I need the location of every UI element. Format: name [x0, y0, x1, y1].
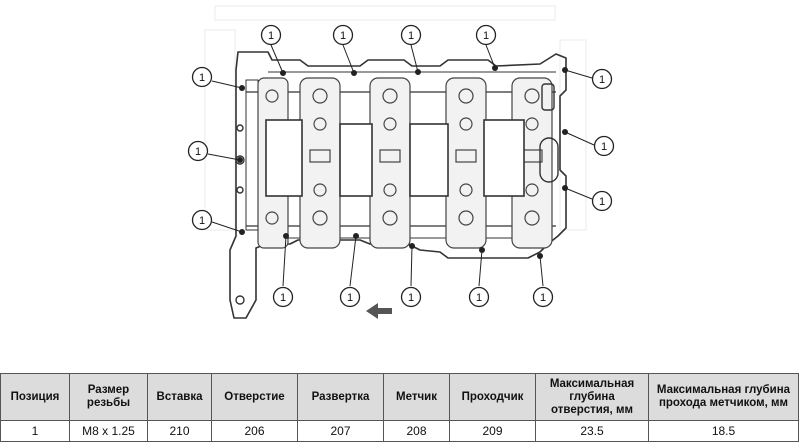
table-header-row: Позиция Размер резьбы Вставка Отверстие … — [0, 373, 799, 421]
col-header-max-hole-depth: Максимальная глубина отверстия, мм — [535, 373, 649, 421]
crankcase-openings — [265, 119, 525, 197]
callout-1-top-b: 1 — [332, 24, 354, 46]
table-row: 1 M8 x 1.25 210 206 207 208 209 23.5 18.… — [0, 420, 799, 442]
callout-1-top-d: 1 — [475, 24, 497, 46]
callout-label: 1 — [280, 292, 286, 304]
callout-label: 1 — [340, 30, 346, 42]
cell-max-tap-depth: 18.5 — [648, 420, 799, 442]
callout-label: 1 — [199, 72, 205, 84]
cell-thread-size: M8 x 1.25 — [69, 420, 148, 442]
col-header-thread-size: Размер резьбы — [69, 373, 148, 421]
callout-label: 1 — [195, 146, 201, 158]
direction-arrow-icon — [366, 303, 392, 319]
cell-max-hole-depth: 23.5 — [535, 420, 649, 442]
callout-label: 1 — [347, 292, 353, 304]
cell-hole: 206 — [211, 420, 298, 442]
side-features — [235, 83, 559, 305]
callout-label: 1 — [476, 292, 482, 304]
col-header-reamer: Развертка — [297, 373, 384, 421]
callout-1-bottom-c: 1 — [400, 286, 422, 308]
callout-1-left-c: 1 — [191, 209, 213, 231]
callout-label: 1 — [599, 74, 605, 86]
callout-1-right-b: 1 — [593, 135, 615, 157]
callout-1-bottom-e: 1 — [532, 286, 554, 308]
callout-1-left-b: 1 — [187, 140, 209, 162]
callout-1-right-a: 1 — [591, 68, 613, 90]
leader-lines — [207, 44, 595, 287]
spec-table: Позиция Размер резьбы Вставка Отверстие … — [0, 373, 799, 442]
engine-block-diagram: 1 1 1 1 1 1 1 1 1 1 1 1 1 1 1 — [187, 5, 615, 319]
callout-1-right-c: 1 — [591, 190, 613, 212]
cell-bit: 209 — [449, 420, 536, 442]
callout-label: 1 — [483, 30, 489, 42]
col-header-position: Позиция — [0, 373, 70, 421]
callout-label: 1 — [601, 141, 607, 153]
callout-label: 1 — [408, 292, 414, 304]
col-header-max-tap-depth: Максимальная глубина прохода метчиком, м… — [648, 373, 799, 421]
callout-label: 1 — [268, 30, 274, 42]
callout-1-bottom-a: 1 — [272, 286, 294, 308]
col-header-insert: Вставка — [147, 373, 212, 421]
col-header-tap: Метчик — [383, 373, 450, 421]
cell-reamer: 207 — [297, 420, 384, 442]
cell-insert: 210 — [147, 420, 212, 442]
col-header-bit: Проходчик — [449, 373, 536, 421]
callout-label: 1 — [540, 292, 546, 304]
callout-1-top-a: 1 — [260, 24, 282, 46]
cell-tap: 208 — [383, 420, 450, 442]
callout-1-left-a: 1 — [191, 66, 213, 88]
callout-label: 1 — [199, 215, 205, 227]
background-faint-art — [204, 5, 587, 231]
callout-1-bottom-b: 1 — [339, 286, 361, 308]
cell-position: 1 — [0, 420, 70, 442]
col-header-hole: Отверстие — [211, 373, 298, 421]
callout-1-bottom-d: 1 — [468, 286, 490, 308]
callout-label: 1 — [599, 196, 605, 208]
bearing-cap-bolts — [265, 88, 543, 226]
callout-1-top-c: 1 — [400, 24, 422, 46]
callout-label: 1 — [408, 30, 414, 42]
